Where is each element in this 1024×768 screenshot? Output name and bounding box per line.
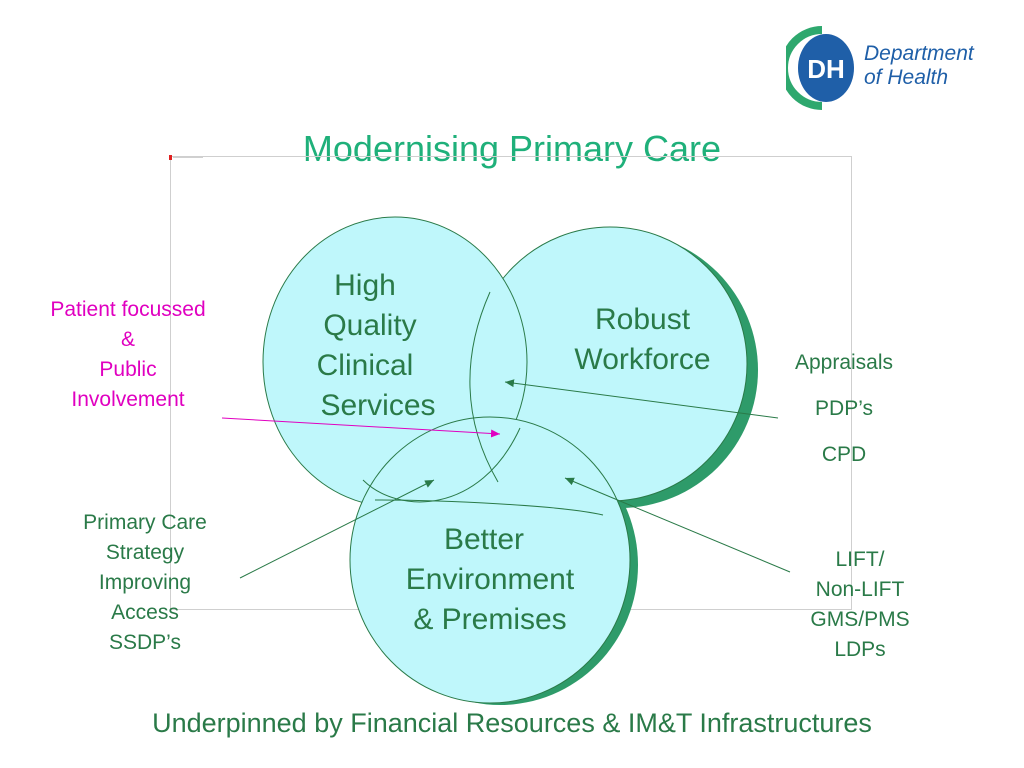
environment-line-3: & Premises (413, 603, 567, 636)
frame-corner-mark (169, 155, 203, 160)
lift-annotation: LIFT/ Non-LIFT GMS/PMS LDPs (785, 545, 935, 665)
strategy-line-3: Improving (98, 571, 192, 594)
clinical-services-label: High Quality Clinical Services (290, 266, 440, 426)
environment-overlap-arc (374, 499, 604, 516)
lift-line-2: Non-LIFT (815, 578, 905, 601)
strategy-line-4: Access (111, 601, 179, 624)
patient-line-3: Public (99, 358, 157, 381)
strategy-line-1: Primary Care (83, 511, 207, 534)
logo-badge-text: DH (807, 54, 845, 84)
logo-line-1: Department (864, 42, 974, 65)
environment-circle (349, 416, 631, 704)
environment-line-1: Better (443, 523, 525, 556)
lift-line-3: GMS/PMS (810, 608, 910, 631)
better-environment-label: Better Environment & Premises (390, 520, 590, 640)
clinical-overlap-arc (362, 427, 521, 503)
workforce-line-1: Robust (594, 303, 691, 336)
workforce-overlap-arc (469, 291, 499, 483)
workforce-line-2: Workforce (574, 343, 711, 376)
department-of-health-logo: Department of Health (864, 42, 974, 90)
slide-title: Modernising Primary Care (302, 128, 722, 169)
clinical-line-3: Clinical (316, 349, 414, 382)
lift-arrow (564, 477, 791, 573)
workforce-arrow (504, 379, 779, 419)
dh-logo-badge: DH (786, 26, 854, 110)
strategy-line-5: SSDP’s (109, 631, 181, 654)
lift-line-4: LDPs (834, 638, 886, 661)
patient-focussed-annotation: Patient focussed & Public Involvement (28, 295, 228, 415)
lift-line-1: LIFT/ (835, 548, 885, 571)
pdp-label: PDP’s (815, 397, 873, 420)
patient-arrow (221, 417, 501, 438)
robust-workforce-label: Robust Workforce (560, 300, 725, 380)
logo-line-2: of Health (864, 66, 949, 89)
patient-line-1: Patient focussed (50, 298, 206, 321)
clinical-line-1: High (334, 269, 396, 302)
clinical-line-2: Quality (323, 309, 417, 342)
strategy-line-2: Strategy (105, 541, 185, 564)
cpd-label: CPD (821, 443, 867, 466)
clinical-line-4: Services (320, 389, 436, 422)
patient-line-2: & (120, 328, 135, 351)
appraisals-label: Appraisals (794, 351, 894, 374)
environment-line-2: Environment (405, 563, 575, 596)
footer-caption: Underpinned by Financial Resources & IM&… (152, 708, 872, 738)
strategy-arrow (239, 479, 435, 579)
primary-care-strategy-annotation: Primary Care Strategy Improving Access S… (55, 508, 235, 658)
patient-line-4: Involvement (71, 388, 185, 411)
workforce-items-annotation: Appraisals PDP’s CPD (774, 340, 914, 478)
